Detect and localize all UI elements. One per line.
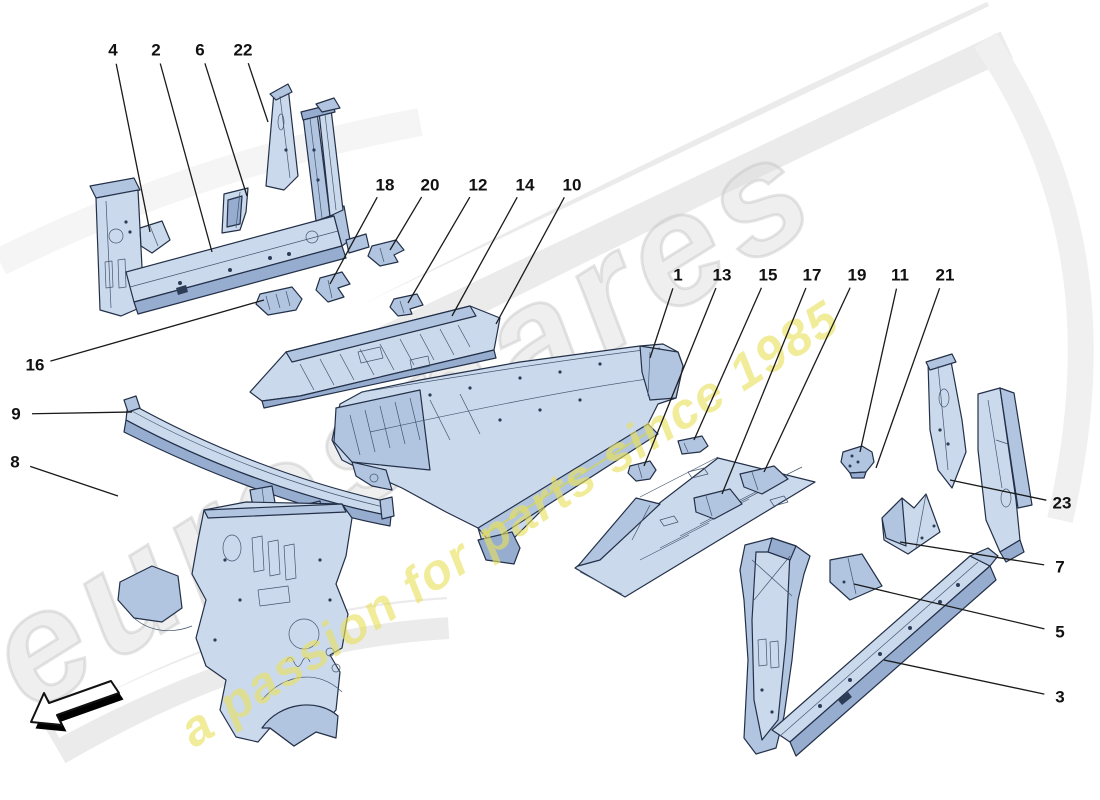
callout-12[interactable]: 12 xyxy=(468,175,488,195)
callout-11[interactable]: 11 xyxy=(891,265,909,285)
callout-10[interactable]: 10 xyxy=(562,175,582,195)
callout-5[interactable]: 5 xyxy=(1055,622,1065,642)
callout-3[interactable]: 3 xyxy=(1055,687,1065,707)
leader-line-3 xyxy=(883,659,1045,695)
part-pillar-22 xyxy=(265,83,299,191)
callout-14[interactable]: 14 xyxy=(515,175,535,195)
callout-2[interactable]: 2 xyxy=(151,40,161,60)
leader-line-5 xyxy=(853,583,1045,630)
callout-23[interactable]: 23 xyxy=(1052,493,1072,513)
callout-4[interactable]: 4 xyxy=(108,40,118,60)
leader-line-11 xyxy=(859,288,898,453)
callout-8[interactable]: 8 xyxy=(10,452,20,472)
part-gusset-6 xyxy=(221,187,249,234)
callout-21[interactable]: 21 xyxy=(935,265,955,285)
callout-18[interactable]: 18 xyxy=(375,175,395,195)
callout-19[interactable]: 19 xyxy=(847,265,867,285)
leader-line-4 xyxy=(115,63,151,233)
callout-7[interactable]: 7 xyxy=(1055,557,1065,577)
part-gusset-4 xyxy=(139,220,171,254)
part-bracket-20 xyxy=(367,239,405,267)
leader-line-6 xyxy=(204,63,248,197)
callout-22[interactable]: 22 xyxy=(233,40,253,60)
part-bracket-7 xyxy=(881,493,941,555)
leader-line-7 xyxy=(899,541,1045,566)
swoosh-topleft xyxy=(0,108,423,275)
leader-line-23 xyxy=(949,479,1047,501)
callout-16[interactable]: 16 xyxy=(25,355,45,375)
part-sill-assembly xyxy=(739,537,999,757)
part-rear-frame xyxy=(89,97,370,317)
callout-20[interactable]: 20 xyxy=(420,175,440,195)
leader-line-9 xyxy=(31,411,133,415)
callout-6[interactable]: 6 xyxy=(195,40,205,60)
part-bracket-16 xyxy=(255,286,303,316)
leader-line-22 xyxy=(247,63,269,123)
leader-line-20 xyxy=(389,196,423,251)
leader-line-21 xyxy=(875,287,941,469)
part-bracket-11 xyxy=(840,445,875,479)
part-bracket-5 xyxy=(829,553,883,601)
callout-9[interactable]: 9 xyxy=(11,404,21,424)
part-pillar-right xyxy=(977,387,1033,563)
part-bracket-18 xyxy=(315,271,351,303)
part-pillar-23 xyxy=(925,353,967,489)
leader-line-2 xyxy=(159,63,213,253)
leader-line-8 xyxy=(29,465,119,497)
leader-line-16 xyxy=(50,299,265,362)
swoosh-right xyxy=(974,32,1094,523)
leader-line-18 xyxy=(329,196,378,285)
